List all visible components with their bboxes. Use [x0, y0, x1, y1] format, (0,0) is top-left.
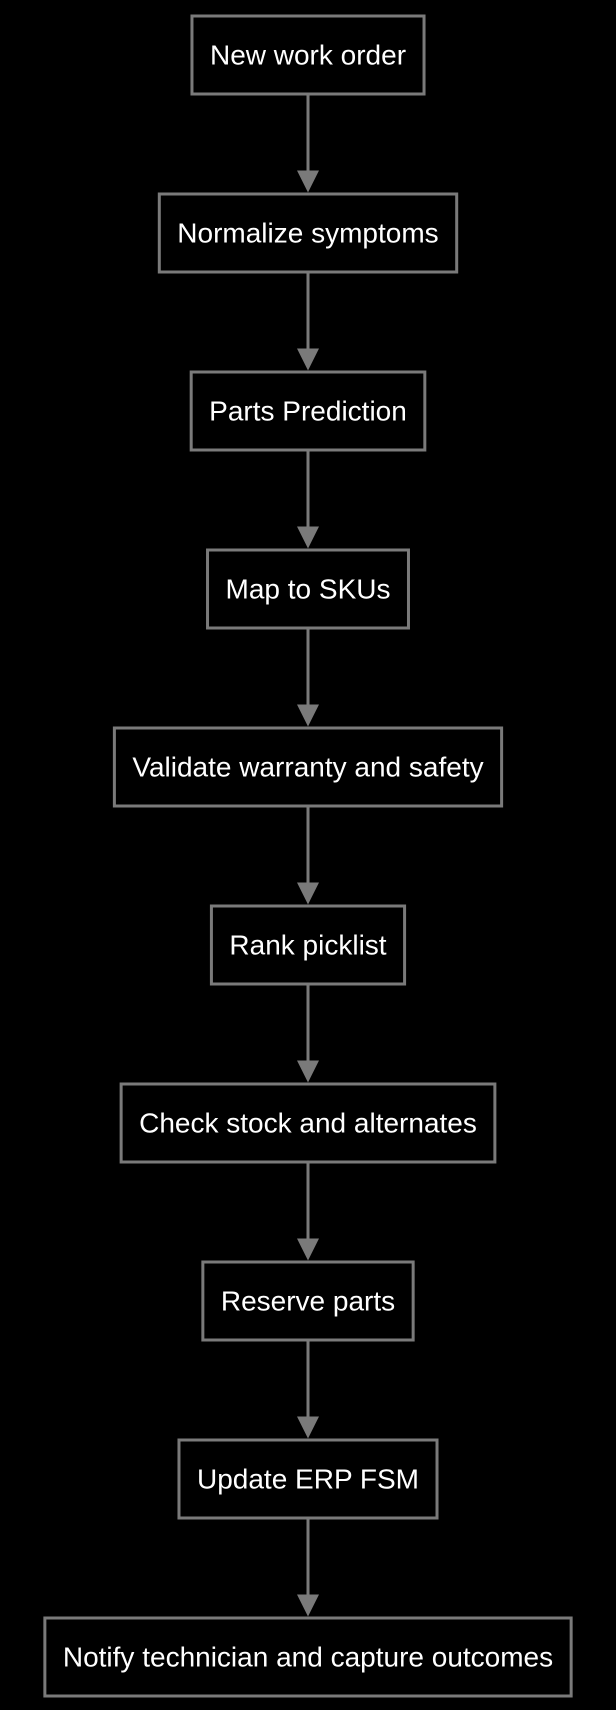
- node-box: [43, 1616, 573, 1698]
- node-label: Parts Prediction: [209, 396, 407, 427]
- arrowhead-icon: [297, 1416, 319, 1439]
- node-label: Notify technician and capture outcomes: [63, 1642, 553, 1673]
- edges-layer: [297, 95, 319, 1617]
- node-box: [177, 1438, 439, 1520]
- node-box: [189, 370, 427, 452]
- arrowhead-icon: [297, 348, 319, 371]
- arrowhead-icon: [297, 1060, 319, 1083]
- arrowhead-icon: [297, 704, 319, 727]
- node-rank-picklist: Rank picklist: [209, 904, 407, 986]
- node-box: [209, 904, 407, 986]
- arrowhead-icon: [297, 526, 319, 549]
- node-label: Map to SKUs: [226, 574, 391, 605]
- node-reserve-parts: Reserve parts: [201, 1260, 415, 1342]
- node-new-work-order: New work order: [190, 14, 426, 96]
- node-label: Normalize symptoms: [177, 218, 438, 249]
- node-box: [201, 1260, 415, 1342]
- node-label: Rank picklist: [229, 930, 386, 961]
- node-validate-warranty-and-safety: Validate warranty and safety: [112, 726, 504, 808]
- node-check-stock-and-alternates: Check stock and alternates: [119, 1082, 497, 1164]
- node-parts-prediction: Parts Prediction: [189, 370, 427, 452]
- arrowhead-icon: [297, 1238, 319, 1261]
- node-box: [190, 14, 426, 96]
- node-label: Update ERP FSM: [197, 1464, 419, 1495]
- node-map-to-skus: Map to SKUs: [206, 548, 410, 630]
- node-notify-technician-and-capture-outcomes: Notify technician and capture outcomes: [43, 1616, 573, 1698]
- node-box: [206, 548, 410, 630]
- node-label: Validate warranty and safety: [132, 752, 483, 783]
- node-update-erp-fsm: Update ERP FSM: [177, 1438, 439, 1520]
- node-box: [157, 192, 459, 274]
- node-box: [112, 726, 504, 808]
- node-label: Reserve parts: [221, 1286, 395, 1317]
- arrowhead-icon: [297, 1594, 319, 1617]
- arrowhead-icon: [297, 882, 319, 905]
- node-normalize-symptoms: Normalize symptoms: [157, 192, 459, 274]
- node-box: [119, 1082, 497, 1164]
- node-label: Check stock and alternates: [139, 1108, 477, 1139]
- node-label: New work order: [210, 40, 406, 71]
- arrowhead-icon: [297, 170, 319, 193]
